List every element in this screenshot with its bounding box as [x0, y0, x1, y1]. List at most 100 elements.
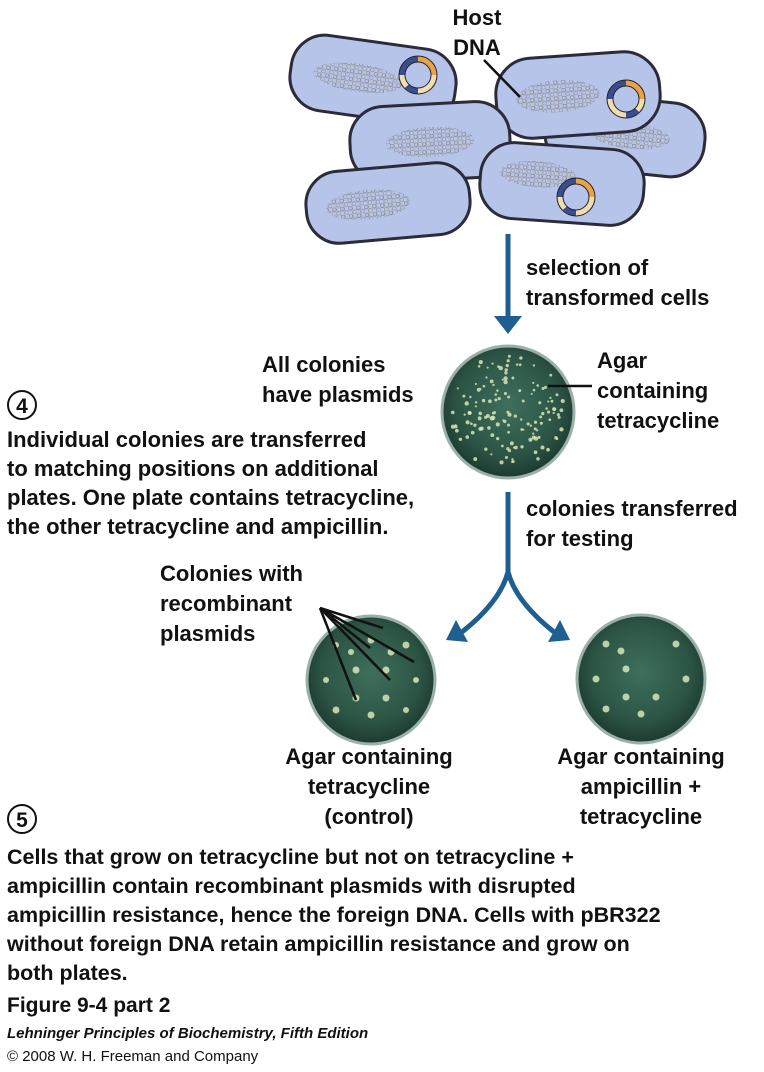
colony [531, 435, 536, 440]
colony [352, 666, 360, 674]
colony [485, 376, 488, 379]
colony [556, 413, 560, 417]
colony [491, 362, 494, 365]
bacterial-cells [288, 33, 707, 245]
colony [536, 384, 539, 387]
colony [450, 424, 455, 429]
colony [491, 415, 496, 421]
colony [540, 445, 545, 450]
colony [494, 393, 498, 396]
plasmid [398, 55, 438, 95]
colony [550, 399, 554, 403]
all-colonies-label: All colonies have plasmids [262, 352, 414, 407]
colony [541, 387, 545, 391]
colony [454, 428, 459, 433]
colony [557, 415, 561, 419]
colony [520, 445, 524, 449]
colony [413, 677, 419, 683]
colony [495, 422, 500, 427]
book-title: Lehninger Principles of Biochemistry, Fi… [7, 1025, 369, 1042]
step-5-badge: 5 [7, 804, 37, 834]
colony [555, 437, 559, 441]
colony [526, 422, 530, 426]
colony [549, 373, 553, 377]
colony [622, 665, 630, 673]
colony [484, 415, 488, 419]
colony [506, 447, 510, 451]
colony [478, 360, 483, 365]
transfer-label: colonies transferred for testing [526, 496, 738, 551]
colony [530, 392, 533, 395]
left-plate-colonies [323, 636, 419, 719]
colony [544, 385, 548, 389]
colony [367, 711, 375, 719]
agar-tetracycline-label: Agar containing tetracycline [597, 348, 720, 433]
colony [518, 363, 522, 367]
figure-caption: Figure 9-4 part 2 [7, 994, 171, 1017]
colony [348, 649, 354, 655]
colony [520, 428, 524, 431]
colony [494, 398, 498, 402]
colony [467, 411, 472, 415]
colony [497, 396, 501, 401]
colony [539, 421, 543, 425]
colony [533, 450, 538, 455]
colony [474, 401, 478, 404]
colony [546, 410, 551, 414]
host-dna [326, 189, 410, 221]
colony [509, 441, 514, 446]
colony [491, 411, 495, 415]
bacterial-cell [304, 161, 472, 245]
agar-plate-top [440, 344, 576, 480]
colony [507, 423, 510, 427]
colony [507, 412, 512, 417]
colony [501, 378, 504, 381]
colony [682, 675, 690, 683]
colony [503, 379, 508, 385]
colony [529, 424, 532, 427]
colony [465, 420, 470, 425]
transfer-arrow-right [505, 571, 556, 634]
step-5-text: Cells that grow on tetracycline but not … [7, 845, 661, 985]
colony [553, 408, 557, 411]
colony [469, 395, 472, 399]
colony [500, 444, 504, 448]
colony [465, 435, 470, 439]
colony [481, 398, 486, 403]
colony [511, 376, 515, 380]
colony [323, 677, 329, 683]
host-dna [386, 126, 474, 158]
colony [528, 437, 533, 442]
colony [503, 391, 507, 396]
colony [602, 705, 610, 713]
colony [477, 416, 482, 421]
colony [484, 447, 488, 451]
left-plate-label: Agar containing tetracycline (control) [285, 744, 453, 829]
colony [541, 411, 545, 416]
colony [539, 415, 543, 419]
colony [511, 458, 514, 461]
left-arrowhead [446, 620, 468, 642]
colony [490, 433, 495, 437]
colony [490, 453, 493, 456]
colony [513, 414, 517, 418]
colony [479, 387, 482, 391]
colony [477, 364, 481, 368]
right-arrowhead [548, 620, 570, 642]
colony [546, 447, 550, 452]
host-dna [313, 62, 403, 94]
colony [499, 460, 504, 465]
colony [504, 455, 508, 459]
colony [470, 422, 473, 426]
colony [506, 410, 510, 414]
colony [482, 384, 486, 388]
colony [538, 401, 542, 405]
colony [486, 366, 489, 369]
colony [545, 407, 548, 410]
colony [382, 666, 390, 674]
colony [559, 427, 564, 432]
colony [519, 418, 523, 421]
colony [474, 382, 477, 386]
colony [617, 647, 625, 655]
